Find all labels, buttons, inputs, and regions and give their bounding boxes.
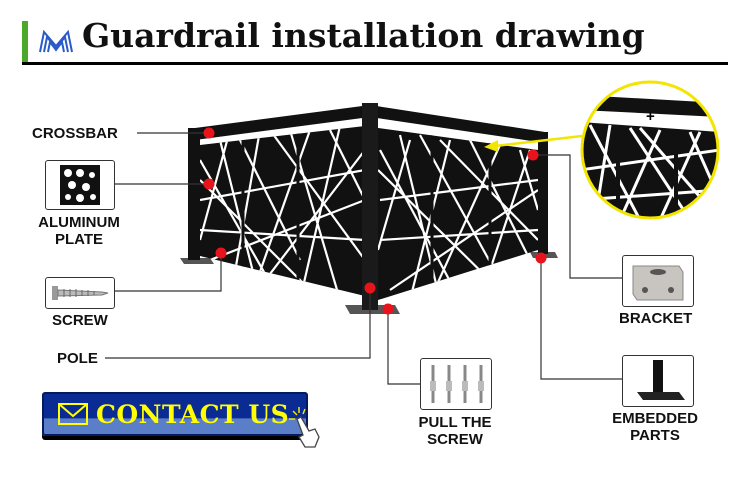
bracket-thumbnail — [622, 255, 694, 307]
label-aluminum-plate: ALUMINUM PLATE — [38, 214, 120, 248]
aluminum-plate-right — [378, 128, 538, 300]
detail-mark: + — [646, 108, 655, 125]
detail-zoom — [582, 82, 718, 218]
crossbar-right — [370, 105, 545, 143]
pole-center — [362, 103, 378, 310]
pull-screw-thumbnail — [420, 358, 492, 410]
label-bracket: BRACKET — [619, 310, 693, 327]
envelope-icon — [58, 403, 88, 425]
label-screw: SCREW — [52, 312, 108, 329]
crossbar-left — [195, 105, 370, 140]
label-crossbar: CROSSBAR — [32, 125, 118, 142]
header-underline — [22, 62, 728, 65]
logo-icon — [39, 29, 73, 53]
pole-right — [538, 132, 548, 254]
contact-us-button[interactable]: CONTACT US — [42, 392, 308, 436]
label-embedded-parts: EMBEDDED PARTS — [612, 410, 698, 444]
marker-dots — [203, 127, 547, 315]
pole-left — [188, 128, 200, 260]
aluminum-plate-thumbnail — [45, 160, 115, 210]
detail-arrow — [494, 134, 583, 148]
label-pole: POLE — [57, 350, 98, 367]
leader-lines — [105, 132, 622, 385]
header-accent-bar — [22, 21, 28, 63]
detail-ring — [580, 80, 720, 220]
label-pull-the-screw: PULL THE SCREW — [418, 414, 492, 448]
embedded-parts-thumbnail — [622, 355, 694, 407]
contact-us-label: CONTACT US — [96, 399, 290, 429]
hand-pointer-icon — [289, 407, 320, 448]
screw-thumbnail — [45, 277, 115, 309]
page-title: Guardrail installation drawing — [82, 16, 645, 55]
